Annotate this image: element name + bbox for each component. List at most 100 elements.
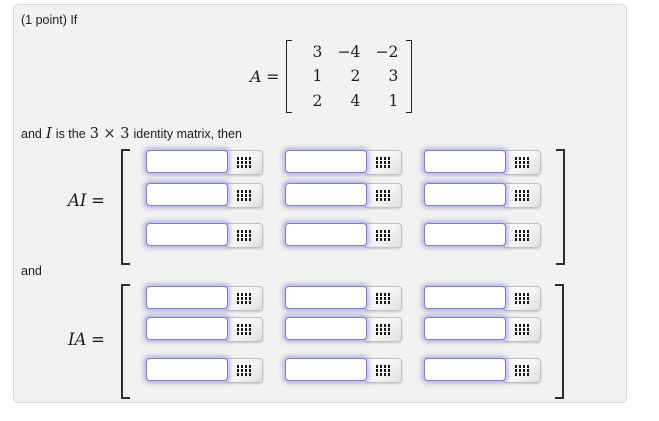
ai-cell-2-2 bbox=[285, 183, 402, 209]
ia-cell-3-3 bbox=[424, 358, 541, 384]
identity-is-the: is the bbox=[55, 127, 86, 141]
keypad-icon bbox=[236, 157, 252, 168]
ia-entry-1-2[interactable] bbox=[285, 286, 367, 309]
ai-label: AI = bbox=[68, 191, 105, 210]
ai-keypad-button-2-1[interactable] bbox=[225, 183, 263, 208]
matrix-a-cell: −2 bbox=[375, 43, 399, 62]
ai-keypad-button-1-1[interactable] bbox=[225, 150, 263, 175]
ia-keypad-button-3-2[interactable] bbox=[364, 358, 402, 383]
keypad-icon bbox=[514, 157, 530, 168]
keypad-icon bbox=[514, 365, 530, 376]
ai-cell-2-3-focused bbox=[424, 183, 541, 209]
keypad-icon bbox=[236, 230, 252, 241]
ia-entry-2-2[interactable] bbox=[285, 317, 367, 340]
ia-right-bracket bbox=[555, 284, 564, 399]
ai-entry-1-1[interactable] bbox=[146, 150, 228, 173]
ia-label: IA = bbox=[68, 330, 105, 349]
ia-entry-3-2[interactable] bbox=[285, 358, 367, 381]
ai-keypad-button-1-2[interactable] bbox=[364, 150, 402, 175]
ai-entry-1-2[interactable] bbox=[285, 150, 367, 173]
identity-dims: 3 × 3 bbox=[89, 126, 130, 142]
ia-keypad-button-3-1[interactable] bbox=[225, 358, 263, 383]
ai-entry-2-1[interactable] bbox=[146, 183, 228, 206]
ia-cell-3-1 bbox=[146, 358, 263, 384]
ai-cell-2-1 bbox=[146, 183, 263, 209]
keypad-icon bbox=[236, 324, 252, 335]
points-text: (1 point) If bbox=[21, 13, 78, 27]
matrix-a-cell: 3 bbox=[388, 67, 399, 86]
ia-cell-2-2 bbox=[285, 317, 402, 343]
keypad-icon bbox=[375, 190, 391, 201]
identity-and: and bbox=[21, 127, 42, 141]
ai-cell-3-2 bbox=[285, 223, 402, 249]
keypad-icon bbox=[514, 293, 530, 304]
ia-keypad-button-1-2[interactable] bbox=[364, 286, 402, 311]
matrix-a-label: A = bbox=[250, 66, 280, 86]
matrix-a-cell: 1 bbox=[312, 67, 323, 86]
ai-keypad-button-3-1[interactable] bbox=[225, 223, 263, 248]
ia-cell-2-1 bbox=[146, 317, 263, 343]
ai-keypad-button-3-2[interactable] bbox=[364, 223, 402, 248]
ia-keypad-button-3-3[interactable] bbox=[503, 358, 541, 383]
ia-cell-1-2 bbox=[285, 286, 402, 312]
ia-entry-2-3[interactable] bbox=[424, 317, 506, 340]
ia-entry-2-1[interactable] bbox=[146, 317, 228, 340]
ia-cell-1-3 bbox=[424, 286, 541, 312]
ai-right-bracket bbox=[556, 149, 565, 265]
keypad-icon bbox=[375, 324, 391, 335]
ai-keypad-button-2-3[interactable] bbox=[503, 183, 541, 208]
matrix-a-cell: 1 bbox=[388, 91, 399, 110]
keypad-icon bbox=[514, 324, 530, 335]
matrix-a-cell: −4 bbox=[337, 43, 361, 62]
keypad-icon bbox=[375, 157, 391, 168]
matrix-a-left-bracket bbox=[286, 40, 293, 113]
keypad-icon bbox=[375, 230, 391, 241]
ai-entry-3-3[interactable] bbox=[424, 223, 506, 246]
ia-cell-3-2 bbox=[285, 358, 402, 384]
keypad-icon bbox=[236, 190, 252, 201]
ia-entry-1-1[interactable] bbox=[146, 286, 228, 309]
matrix-a-cell: 3 bbox=[312, 43, 323, 62]
and-text: and bbox=[21, 264, 42, 278]
ai-keypad-button-2-2[interactable] bbox=[364, 183, 402, 208]
ia-keypad-button-2-3[interactable] bbox=[503, 317, 541, 342]
identity-var-i: I bbox=[45, 124, 52, 142]
ia-entry-3-1[interactable] bbox=[146, 358, 228, 381]
ia-keypad-button-1-1[interactable] bbox=[225, 286, 263, 311]
identity-rest: identity matrix, then bbox=[133, 127, 242, 141]
ai-entry-2-3[interactable] bbox=[424, 183, 506, 206]
keypad-icon bbox=[375, 293, 391, 304]
matrix-a-cell: 4 bbox=[350, 91, 361, 110]
ai-cell-1-1 bbox=[146, 150, 263, 176]
matrix-a-right-bracket bbox=[406, 40, 413, 113]
ai-entry-2-2[interactable] bbox=[285, 183, 367, 206]
ai-keypad-button-3-3[interactable] bbox=[503, 223, 541, 248]
identity-sentence: and I is the 3 × 3 identity matrix, then bbox=[21, 124, 242, 142]
matrix-a-display: A = 3 −4 −2 1 2 3 2 4 1 bbox=[250, 40, 413, 113]
ia-keypad-button-1-3[interactable] bbox=[503, 286, 541, 311]
ai-cell-3-3 bbox=[424, 223, 541, 249]
matrix-a-cell: 2 bbox=[312, 91, 323, 110]
ai-left-bracket bbox=[121, 149, 130, 265]
ai-entry-3-2[interactable] bbox=[285, 223, 367, 246]
keypad-icon bbox=[514, 230, 530, 241]
ai-entry-3-1[interactable] bbox=[146, 223, 228, 246]
ia-cell-2-3 bbox=[424, 317, 541, 343]
ia-keypad-button-2-1[interactable] bbox=[225, 317, 263, 342]
keypad-icon bbox=[375, 365, 391, 376]
ia-cell-1-1 bbox=[146, 286, 263, 312]
ai-cell-1-2 bbox=[285, 150, 402, 176]
matrix-a-cell: 2 bbox=[350, 67, 361, 86]
ia-entry-3-3[interactable] bbox=[424, 358, 506, 381]
ai-cell-3-1 bbox=[146, 223, 263, 249]
ai-keypad-button-1-3[interactable] bbox=[503, 150, 541, 175]
ia-left-bracket bbox=[121, 284, 130, 399]
keypad-icon bbox=[236, 293, 252, 304]
keypad-icon bbox=[236, 365, 252, 376]
keypad-icon bbox=[514, 190, 530, 201]
ia-keypad-button-2-2[interactable] bbox=[364, 317, 402, 342]
matrix-a-values: 3 −4 −2 1 2 3 2 4 1 bbox=[292, 40, 406, 113]
ai-cell-1-3 bbox=[424, 150, 541, 176]
ai-entry-1-3[interactable] bbox=[424, 150, 506, 173]
ia-entry-1-3[interactable] bbox=[424, 286, 506, 309]
